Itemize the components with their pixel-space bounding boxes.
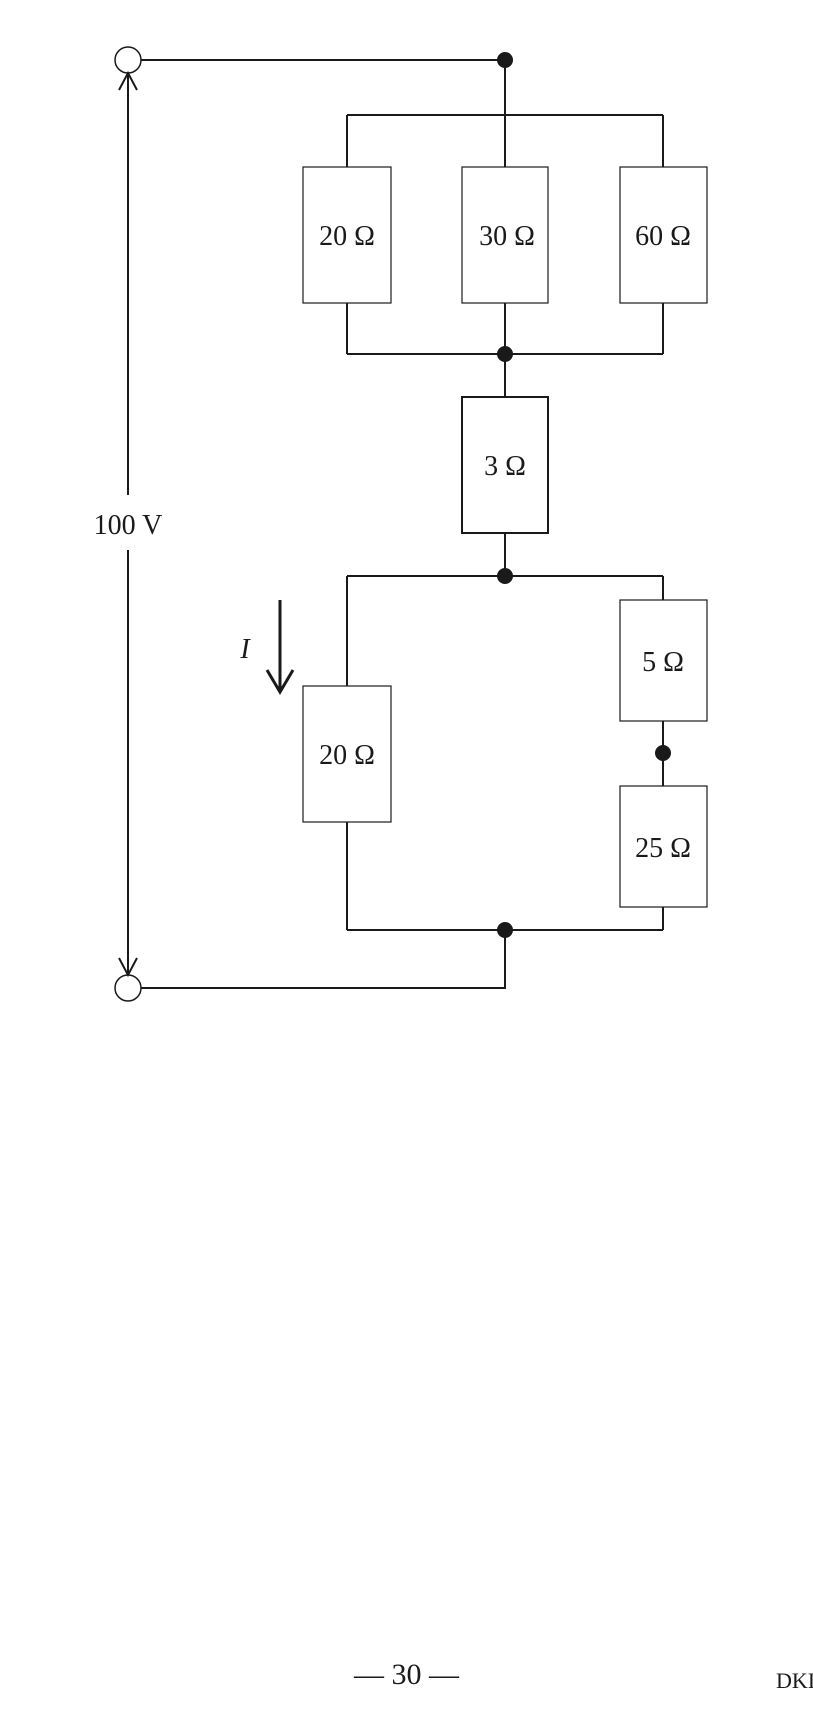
resistor-top-right xyxy=(619,166,708,304)
resistor-top-left-label: 20 Ω xyxy=(319,221,375,252)
resistor-bottom-left xyxy=(302,685,392,823)
voltage-arrowhead-down-icon xyxy=(118,957,138,978)
resistor-series xyxy=(461,396,549,534)
bottom-terminal xyxy=(114,974,142,1002)
resistor-top-middle-label: 30 Ω xyxy=(479,221,535,252)
top-feed-wire xyxy=(141,59,506,115)
resistor-bottom-right-upper xyxy=(619,599,708,722)
voltage-arrowhead-up-icon xyxy=(118,70,138,91)
current-arrowhead-down-icon xyxy=(265,669,295,695)
current-label: I xyxy=(239,634,251,665)
junction-node-right-series xyxy=(655,745,671,761)
page-number: — 30 — xyxy=(354,1658,459,1691)
resistor-top-left xyxy=(302,166,392,304)
junction-node-lower-middle xyxy=(497,568,513,584)
bottom-return-wire xyxy=(141,930,506,989)
resistor-bottom-right-upper-label: 5 Ω xyxy=(642,647,684,678)
resistor-top-middle xyxy=(461,166,549,304)
page-code: DKI xyxy=(776,1668,813,1693)
resistor-bottom-left-label: 20 Ω xyxy=(319,740,375,771)
junction-node-top xyxy=(497,52,513,68)
junction-node-upper-middle xyxy=(497,346,513,362)
resistor-bottom-right-lower xyxy=(619,785,708,908)
resistor-series-label: 3 Ω xyxy=(484,451,526,482)
resistor-bottom-right-lower-label: 25 Ω xyxy=(635,833,691,864)
top-terminal xyxy=(114,46,142,74)
voltage-label: 100 V xyxy=(94,510,163,541)
junction-node-bottom xyxy=(497,922,513,938)
resistor-top-right-label: 60 Ω xyxy=(635,221,691,252)
